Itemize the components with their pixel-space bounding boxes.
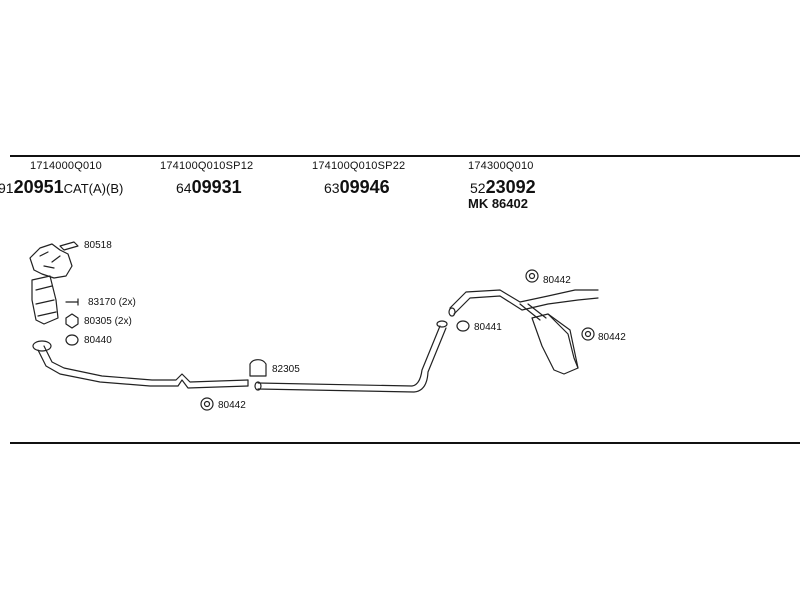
part-number-1: 1714000Q010 <box>30 160 102 172</box>
part-number-4: 174300Q010 <box>468 160 534 172</box>
callout-80305: 80305 (2x) <box>84 316 132 327</box>
reference-number-2: 6409931 <box>176 178 242 197</box>
callout-80441: 80441 <box>474 322 502 333</box>
callout-80442-b: 80442 <box>543 275 571 286</box>
gasket-80518-icon <box>59 241 79 251</box>
rubber-mount-80442-a <box>200 397 214 411</box>
ref-prefix: 63 <box>324 180 340 196</box>
reference-number-3: 6309946 <box>324 178 390 197</box>
reference-number-1: 9120951CAT(A)(B) <box>0 178 123 197</box>
rubber-mount-80442-c <box>581 327 595 341</box>
rubber-mount-80442-b <box>525 269 539 283</box>
nut-80305-icon <box>65 313 79 329</box>
callout-80440: 80440 <box>84 335 112 346</box>
bottom-divider <box>10 442 800 444</box>
ref-prefix: 52 <box>470 180 486 196</box>
ref-suffix: CAT(A)(B) <box>63 181 124 196</box>
callout-80442-c: 80442 <box>598 332 626 343</box>
part-number-2: 174100Q010SP12 <box>160 160 254 172</box>
ref-prefix: 91 <box>0 180 14 196</box>
catalytic-converter <box>31 275 59 325</box>
middle-pipe-end <box>436 320 448 328</box>
ref-main: 23092 <box>485 177 536 197</box>
ref-main: 09946 <box>339 177 390 197</box>
ref-main: 09931 <box>191 177 242 197</box>
top-divider <box>10 155 800 157</box>
ring-80441-icon <box>456 320 470 332</box>
ref-main: 20951 <box>13 177 64 197</box>
part-number-3: 174100Q010SP22 <box>312 160 406 172</box>
front-flange <box>32 340 52 352</box>
rear-pipe <box>449 289 599 309</box>
callout-83170: 83170 (2x) <box>88 297 136 308</box>
bolt-83170-icon <box>65 298 79 306</box>
clamp-82305 <box>249 359 267 377</box>
mounting-kit-number: MK 86402 <box>468 196 528 211</box>
reference-number-4: 5223092 <box>470 178 536 197</box>
callout-80518: 80518 <box>84 240 112 251</box>
rear-silencer <box>531 313 579 375</box>
exhaust-manifold <box>29 243 73 279</box>
callout-80442-a: 80442 <box>218 400 246 411</box>
middle-pipe <box>257 325 441 387</box>
front-pipe <box>37 349 249 389</box>
ref-prefix: 64 <box>176 180 192 196</box>
callout-82305: 82305 <box>272 364 300 375</box>
gasket-80440-icon <box>65 334 79 346</box>
